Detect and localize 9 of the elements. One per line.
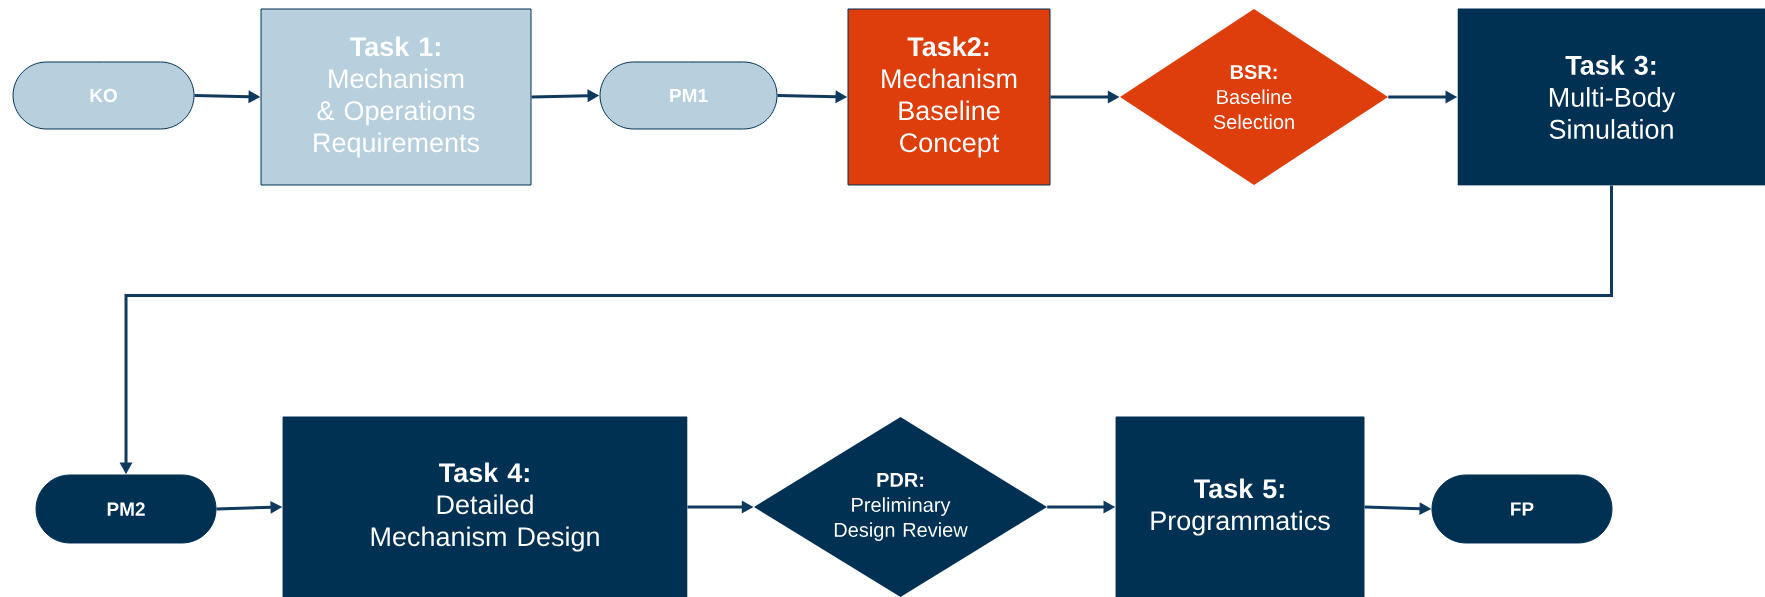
task-box: Task 1: Mechanism & Operations Requirements <box>260 8 532 186</box>
milestone-pill: PM2 <box>35 474 217 544</box>
task-box: Task 4: Detailed Mechanism Design <box>282 416 688 597</box>
task-box: Task2: Mechanism Baseline Concept <box>847 8 1051 186</box>
task-box: Task 5: Programmatics <box>1115 416 1365 597</box>
task-box: Task 3: Multi-Body Simulation <box>1457 8 1765 186</box>
milestone-pill: FP <box>1431 474 1613 544</box>
milestone-pill: KO <box>12 61 195 130</box>
milestone-pill: PM1 <box>599 61 778 130</box>
